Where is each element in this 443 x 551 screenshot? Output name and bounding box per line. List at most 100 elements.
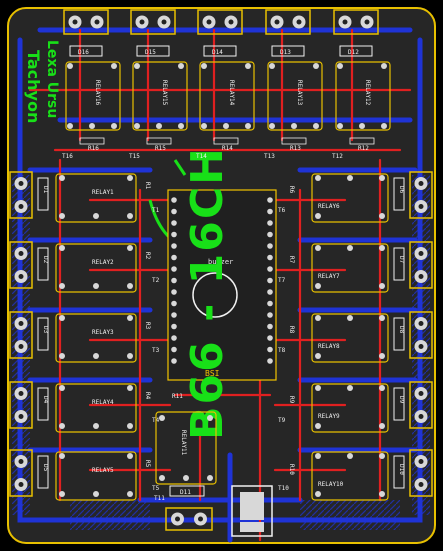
diode-label: D14 <box>212 49 223 56</box>
header-pin <box>267 358 273 364</box>
resistor-label: R2 <box>144 252 151 260</box>
relay-label: RELAY5 <box>92 467 114 474</box>
transistor-label: T12 <box>332 153 343 160</box>
header-pin <box>171 231 177 238</box>
via-pad <box>269 123 275 129</box>
header-pin <box>267 231 273 238</box>
via-pad <box>379 353 385 359</box>
via-pad <box>127 385 133 391</box>
header-pin <box>267 277 273 284</box>
screw-terminal <box>265 9 311 35</box>
header-pin <box>171 335 177 341</box>
relay-label: RELAY2 <box>92 259 114 266</box>
relay-label: RELAY3 <box>92 329 114 336</box>
via-pad <box>201 123 207 129</box>
via-pad <box>127 491 133 497</box>
diode-label: D1 <box>42 186 49 194</box>
resistor-label: R16 <box>88 145 99 152</box>
via-pad <box>67 63 73 69</box>
via-pad <box>347 175 353 181</box>
header-pin <box>171 358 177 364</box>
screw-terminal <box>409 171 433 219</box>
screw-terminal <box>409 381 433 429</box>
diode-label: D12 <box>348 49 359 56</box>
screw-terminal <box>333 9 379 35</box>
via-pad <box>159 475 165 481</box>
header-pin <box>171 289 177 295</box>
header-pin <box>267 346 273 353</box>
via-pad <box>347 385 353 391</box>
via-pad <box>127 353 133 359</box>
via-pad <box>127 213 133 219</box>
buzzer <box>192 272 238 318</box>
via-pad <box>59 245 65 251</box>
relay-channels: D16RELAY16T16R16D15RELAY15T15R15D14RELAY… <box>9 9 433 537</box>
via-pad <box>183 475 189 481</box>
relay-label: RELAY4 <box>92 399 114 406</box>
via-pad <box>134 63 140 69</box>
via-pad <box>315 213 321 219</box>
header-pin <box>267 220 273 226</box>
power-jack <box>231 485 273 537</box>
via-pad <box>93 491 99 497</box>
screw-terminal <box>9 311 33 359</box>
via-pad <box>134 123 140 129</box>
transistor-label: T2 <box>152 277 160 284</box>
diode-label: D13 <box>280 49 291 56</box>
transistor-label: T8 <box>278 347 286 354</box>
header-pin <box>267 312 273 318</box>
via-pad <box>379 213 385 219</box>
header-pin <box>171 220 177 226</box>
via-pad <box>315 385 321 391</box>
via-pad <box>315 175 321 181</box>
via-pad <box>159 415 165 421</box>
resistor-label: R15 <box>155 145 166 152</box>
via-pad <box>379 385 385 391</box>
header-pin <box>267 300 273 307</box>
via-pad <box>223 123 229 129</box>
resistor-label: R11 <box>172 393 183 400</box>
resistor-label: R1 <box>144 182 151 190</box>
header-pin <box>171 197 177 203</box>
resistor-label: R14 <box>222 145 233 152</box>
via-pad <box>347 315 353 321</box>
diode-label: D2 <box>42 256 49 264</box>
header-pin <box>267 266 273 272</box>
header-pin <box>267 208 273 215</box>
header-pin <box>267 289 273 295</box>
via-pad <box>111 123 117 129</box>
via-pad <box>379 423 385 429</box>
transistor-label: T14 <box>196 153 207 160</box>
via-pad <box>89 123 95 129</box>
header-pin <box>267 335 273 341</box>
via-pad <box>93 213 99 219</box>
credit-line-1: Tachyon <box>24 50 43 123</box>
transistor-label: T1 <box>152 207 160 214</box>
header-pin <box>171 300 177 307</box>
via-pad <box>379 315 385 321</box>
relay-label: RELAY1 <box>92 189 114 196</box>
diode-label: D9 <box>398 396 405 404</box>
via-pad <box>245 63 251 69</box>
resistor-label: R7 <box>288 256 295 264</box>
header-pin <box>267 197 273 203</box>
relay-label: RELAY6 <box>318 203 340 210</box>
via-pad <box>381 63 387 69</box>
transistor-label: T3 <box>152 347 160 354</box>
via-pad <box>347 453 353 459</box>
diode-label: D16 <box>78 49 89 56</box>
screw-terminal <box>197 9 243 35</box>
via-pad <box>359 123 365 129</box>
via-pad <box>59 491 65 497</box>
diode-label: D8 <box>398 326 405 334</box>
via-pad <box>315 245 321 251</box>
via-pad <box>59 315 65 321</box>
header-pin <box>171 208 177 215</box>
header-pin <box>267 243 273 249</box>
relay-label: RELAY9 <box>318 413 340 420</box>
via-pad <box>67 123 73 129</box>
